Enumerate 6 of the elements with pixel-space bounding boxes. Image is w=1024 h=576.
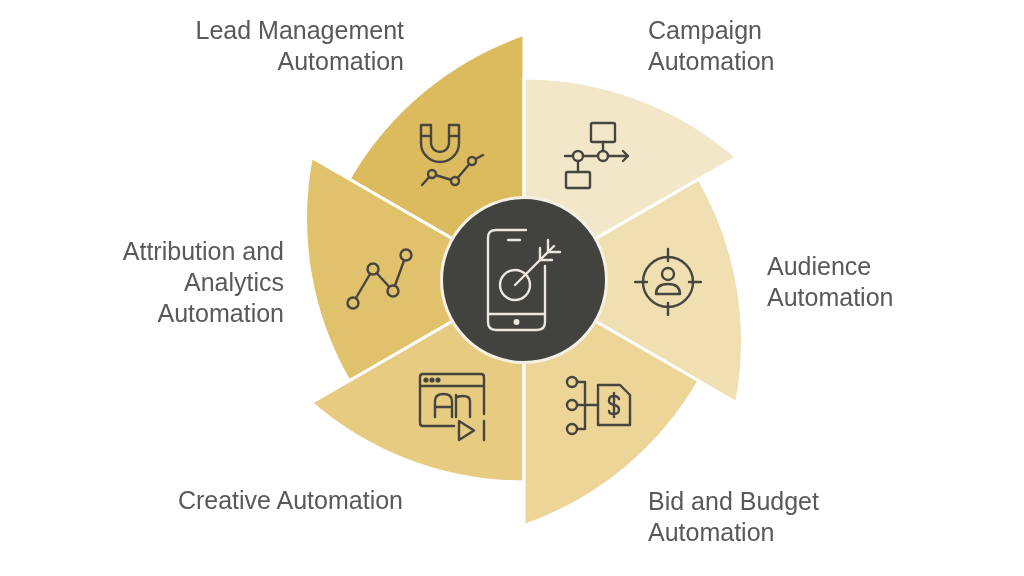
segment-label: Campaign Automation: [648, 15, 776, 77]
segment-label: Bid and Budget Automation: [648, 486, 820, 548]
segment-label: Lead Management Automation: [194, 15, 404, 77]
segment-label: Creative Automation: [176, 485, 403, 516]
segment-label: Audience Automation: [767, 251, 895, 313]
segment-label: Attribution and Analytics Automation: [121, 236, 284, 329]
